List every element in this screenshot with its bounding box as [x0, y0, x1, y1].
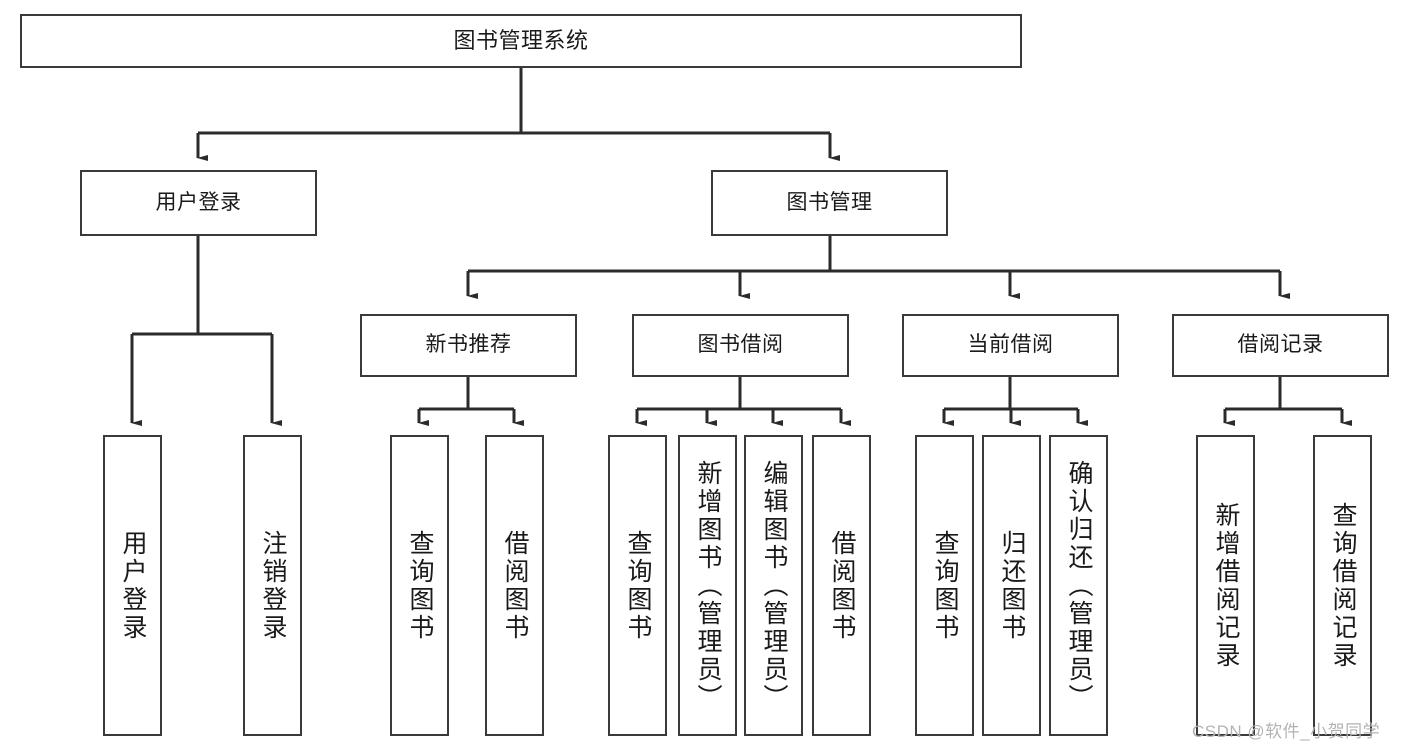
node-book-borrow[interactable]: 图书借阅	[632, 314, 849, 377]
node-label: 查询图书	[406, 529, 434, 642]
node-system-root[interactable]: 图书管理系统	[20, 14, 1022, 68]
node-new-book-recommend[interactable]: 新书推荐	[360, 314, 577, 377]
leaf-borrow-borrow-book[interactable]: 借阅图书	[812, 435, 871, 736]
leaf-current-return-book[interactable]: 归还图书	[982, 435, 1041, 736]
leaf-borrow-edit-book-admin[interactable]: 编辑图书（管理员）	[744, 435, 803, 736]
node-label: 注销登录	[259, 529, 287, 642]
node-borrow-records[interactable]: 借阅记录	[1172, 314, 1389, 377]
node-label: 图书管理	[786, 190, 873, 214]
node-label: 借阅图书	[501, 529, 529, 642]
node-label: 图书管理系统	[453, 28, 589, 54]
csdn-watermark: CSDN @软件_小贺同学	[1192, 722, 1381, 741]
node-label: 用户登录	[119, 529, 147, 642]
node-label: 查询借阅记录	[1329, 501, 1357, 670]
node-label: 当前借阅	[967, 333, 1054, 357]
leaf-user-login-signin[interactable]: 用户登录	[103, 435, 162, 736]
node-label: 图书借阅	[697, 333, 784, 357]
node-label: 编辑图书（管理员）	[760, 459, 788, 712]
node-label: 借阅图书	[828, 529, 856, 642]
node-label: 归还图书	[998, 529, 1026, 642]
leaf-current-query-book[interactable]: 查询图书	[915, 435, 974, 736]
leaf-borrow-add-book-admin[interactable]: 新增图书（管理员）	[678, 435, 737, 736]
leaf-borrow-query-book[interactable]: 查询图书	[608, 435, 667, 736]
node-current-borrow[interactable]: 当前借阅	[902, 314, 1119, 377]
leaf-recommend-borrow-book[interactable]: 借阅图书	[485, 435, 544, 736]
leaf-user-login-signout[interactable]: 注销登录	[243, 435, 302, 736]
node-book-management[interactable]: 图书管理	[711, 170, 948, 236]
node-label: 新增图书（管理员）	[694, 459, 722, 712]
node-label: 确认归还（管理员）	[1065, 459, 1093, 712]
node-label: 查询图书	[931, 529, 959, 642]
leaf-recommend-query-book[interactable]: 查询图书	[390, 435, 449, 736]
leaf-records-add-record[interactable]: 新增借阅记录	[1196, 435, 1255, 736]
leaf-current-confirm-return-admin[interactable]: 确认归还（管理员）	[1049, 435, 1108, 736]
node-label: 查询图书	[624, 529, 652, 642]
leaf-records-query-record[interactable]: 查询借阅记录	[1313, 435, 1372, 736]
node-user-login[interactable]: 用户登录	[80, 170, 317, 236]
node-label: 新增借阅记录	[1212, 501, 1240, 670]
node-label: 借阅记录	[1237, 333, 1324, 357]
node-label: 新书推荐	[425, 333, 512, 357]
node-label: 用户登录	[155, 190, 242, 214]
